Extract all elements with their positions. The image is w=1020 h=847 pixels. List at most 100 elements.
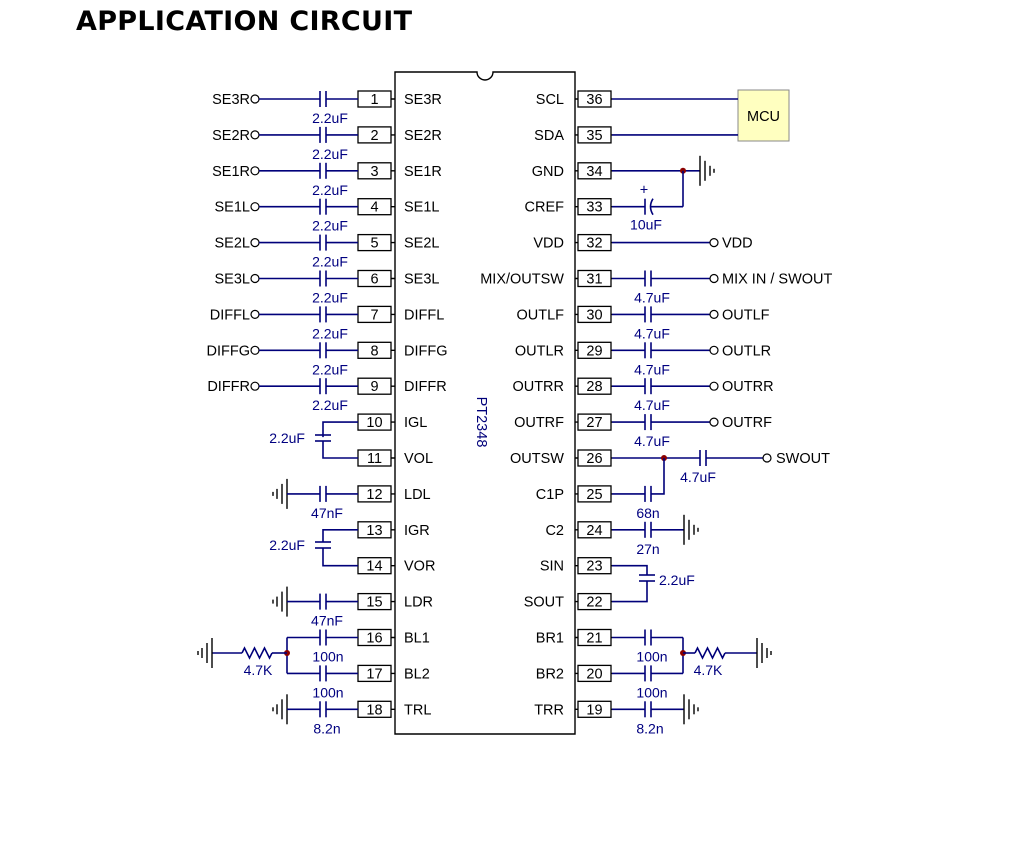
- bass-resistor: [694, 646, 726, 660]
- bass-resistor: [241, 646, 273, 660]
- pin-label: BR1: [536, 631, 564, 647]
- capacitor-value: 2.2uF: [312, 397, 348, 413]
- pin-number: 21: [586, 631, 602, 647]
- pin-box: [577, 341, 612, 359]
- pin-label: IGR: [404, 523, 430, 539]
- input-label: DIFFR: [207, 379, 250, 395]
- pin-label: BR2: [536, 666, 564, 682]
- pin-label: SE3R: [404, 92, 442, 108]
- capacitor-value: 47nF: [311, 505, 343, 521]
- capacitor-value: 2.2uF: [312, 146, 348, 162]
- pin-number: 8: [370, 343, 378, 359]
- wire: [612, 564, 648, 575]
- pin-number: 28: [586, 379, 602, 395]
- input-label: SE2R: [212, 128, 250, 144]
- pin-box: [577, 413, 612, 431]
- capacitor-value: 4.7uF: [634, 325, 670, 341]
- wire: [651, 458, 665, 495]
- pin-number: 15: [366, 595, 382, 611]
- pin-label: SE2R: [404, 128, 442, 144]
- input-terminal: [250, 202, 260, 212]
- pin-label: SOUT: [524, 595, 564, 611]
- pin-label: OUTLR: [515, 343, 564, 359]
- pin-box: [577, 90, 612, 108]
- pin-number: 33: [586, 200, 602, 216]
- pin-box: [577, 664, 612, 683]
- chip-body: [394, 71, 576, 735]
- input-terminal: [250, 273, 260, 284]
- output-label: OUTRR: [722, 379, 774, 395]
- pin-number: 23: [586, 559, 602, 575]
- pin-label: DIFFL: [404, 307, 444, 323]
- capacitor-value: 100n: [636, 684, 667, 700]
- input-label: SE1L: [215, 200, 250, 216]
- capacitor-value: 47nF: [311, 613, 343, 629]
- input-terminal: [250, 130, 260, 140]
- pin-number: 34: [586, 164, 602, 180]
- pin-number: 5: [370, 236, 378, 252]
- output-terminal: [709, 309, 719, 319]
- input-label: SE1R: [212, 164, 250, 180]
- pin-label: C1P: [536, 487, 564, 503]
- chip-name: PT2348: [473, 397, 489, 448]
- input-label: SE3L: [215, 272, 250, 288]
- capacitor-value: 27n: [636, 541, 659, 557]
- pin-label: BL2: [404, 666, 430, 682]
- pin-number: 3: [370, 164, 378, 180]
- resistor-value: 4.7K: [244, 662, 273, 678]
- input-label: SE3R: [212, 92, 250, 108]
- pin-number: 11: [367, 451, 382, 467]
- page-title: APPLICATION CIRCUIT: [76, 6, 413, 37]
- pin-label: LDL: [404, 487, 431, 503]
- wire: [322, 441, 358, 459]
- capacitor-value: 2.2uF: [659, 572, 695, 588]
- pin-label: GND: [532, 164, 564, 180]
- capacitor-value: 8.2n: [313, 720, 340, 736]
- pin-number: 26: [586, 451, 602, 467]
- capacitor-value: 2.2uF: [312, 254, 348, 270]
- capacitor-value: 10uF: [630, 217, 662, 233]
- pin-box: [577, 305, 612, 324]
- wire: [322, 548, 358, 567]
- pin-box: [577, 521, 612, 539]
- pin-number: 22: [586, 595, 602, 611]
- pin-label: OUTRF: [514, 415, 564, 431]
- swout-label: SWOUT: [776, 451, 830, 467]
- pin-number: 30: [586, 307, 602, 323]
- pin-box: [577, 592, 612, 611]
- pin-number: 6: [370, 272, 378, 288]
- pin-label: OUTLF: [516, 307, 564, 323]
- pin-label: BL1: [404, 631, 430, 647]
- pin-number: 10: [366, 415, 382, 431]
- pin-label: SE1R: [404, 164, 442, 180]
- pin-label: IGL: [404, 415, 427, 431]
- pin-number: 35: [586, 128, 602, 144]
- capacitor-value: 100n: [636, 649, 667, 665]
- capacitor-value: 2.2uF: [312, 325, 348, 341]
- pin-label: VOR: [404, 559, 435, 575]
- pin-number: 9: [370, 379, 378, 395]
- input-terminal: [250, 345, 260, 355]
- capacitor-value: 2.2uF: [269, 537, 305, 553]
- mcu-label: MCU: [747, 109, 780, 125]
- pin-box: [577, 557, 612, 575]
- capacitor-value: 2.2uF: [312, 218, 348, 234]
- capacitor-value: 4.7uF: [680, 469, 716, 485]
- capacitor-value: 8.2n: [636, 720, 663, 736]
- input-terminal: [250, 94, 260, 104]
- pin-box: [577, 377, 612, 395]
- input-terminal: [250, 381, 260, 391]
- pin-number: 7: [370, 307, 378, 323]
- capacitor-value: 4.7uF: [634, 361, 670, 377]
- pin-box: [577, 449, 612, 467]
- pin-label: SDA: [534, 128, 564, 144]
- pin-label: OUTRR: [512, 379, 564, 395]
- pin-label: LDR: [404, 595, 433, 611]
- pin-label: CREF: [525, 200, 565, 216]
- pin-number: 4: [370, 200, 378, 216]
- pin-label: OUTSW: [510, 451, 564, 467]
- output-terminal: [709, 238, 719, 248]
- capacitor-value: 2.2uF: [312, 110, 348, 126]
- capacitor-value: 2.2uF: [269, 430, 305, 446]
